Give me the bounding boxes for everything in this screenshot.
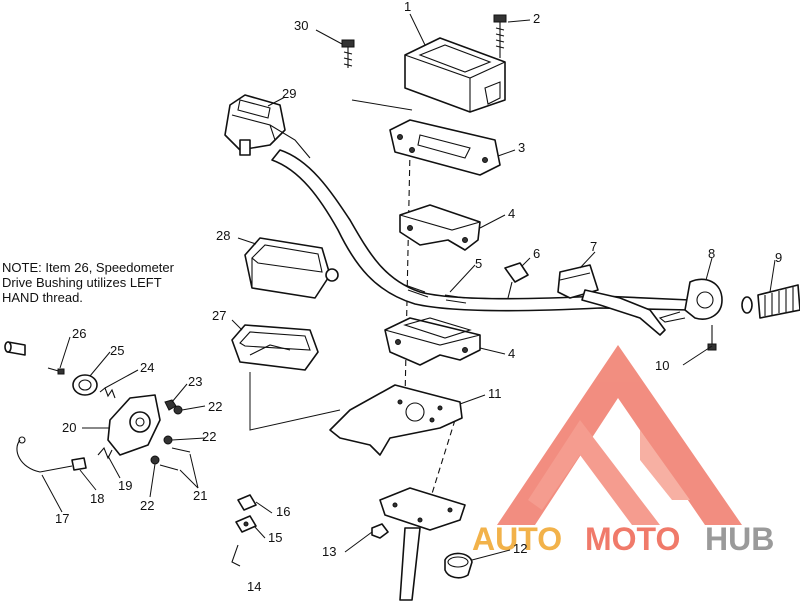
part-24-spring bbox=[99, 387, 116, 399]
part-6-plug bbox=[504, 262, 529, 299]
part-29-switch-housing bbox=[224, 94, 311, 159]
part-15-washer bbox=[235, 515, 257, 533]
steering-post-plate bbox=[379, 487, 466, 601]
center-axis-line bbox=[404, 149, 411, 401]
lower-axis-line bbox=[429, 419, 456, 501]
callout-20: 20 bbox=[62, 420, 76, 435]
callout-29: 29 bbox=[282, 86, 296, 101]
part-4-lower-clamp bbox=[384, 317, 481, 366]
callout-13: 13 bbox=[322, 544, 336, 559]
part-26-drive-bushing bbox=[4, 341, 65, 375]
callout-19: 19 bbox=[118, 478, 132, 493]
part-17-cable bbox=[16, 436, 73, 473]
part-1-clamp-cover bbox=[404, 37, 506, 113]
callout-9: 9 bbox=[775, 250, 782, 265]
part-8-throttle-housing bbox=[658, 278, 723, 323]
part-4-upper-clamp bbox=[399, 204, 481, 251]
callout-14: 14 bbox=[247, 579, 261, 594]
callout-24: 24 bbox=[140, 360, 154, 375]
callout-25: 25 bbox=[110, 343, 124, 358]
callout-5: 5 bbox=[475, 256, 482, 271]
callout-12: 12 bbox=[513, 541, 527, 556]
note-line-3: HAND thread. bbox=[2, 290, 83, 305]
callout-17: 17 bbox=[55, 511, 69, 526]
watermark-text-hub: HUB bbox=[705, 521, 774, 557]
part-11-mounting-bracket bbox=[329, 384, 463, 456]
part-30-bolt bbox=[341, 39, 355, 68]
callout-22-middle: 22 bbox=[202, 429, 216, 444]
note-line-2: Drive Bushing utilizes LEFT bbox=[2, 275, 162, 290]
callout-1: 1 bbox=[404, 0, 411, 14]
part-9-hand-grip bbox=[741, 284, 800, 319]
part-21-studs bbox=[159, 447, 191, 471]
note-line-1: NOTE: Item 26, Speedometer bbox=[2, 260, 175, 275]
callout-11: 11 bbox=[488, 386, 502, 401]
part-12-clamp-ring bbox=[444, 552, 473, 579]
part-13-nut bbox=[371, 523, 389, 539]
callout-15: 15 bbox=[268, 530, 282, 545]
callout-30: 30 bbox=[294, 18, 308, 33]
part-19-spring-clip bbox=[97, 446, 113, 460]
callout-3: 3 bbox=[518, 140, 525, 155]
part-2-bolt bbox=[493, 14, 507, 58]
callout-23: 23 bbox=[188, 374, 202, 389]
callout-16: 16 bbox=[276, 504, 290, 519]
callout-4-upper: 4 bbox=[508, 206, 515, 221]
part-18-ferrule bbox=[71, 457, 87, 471]
callout-27: 27 bbox=[212, 308, 226, 323]
part-20-drive-housing bbox=[107, 394, 161, 456]
leader-lines bbox=[41, 13, 776, 561]
bolt-30-axis bbox=[351, 99, 413, 111]
callout-labels: 1 2 30 3 29 4 6 7 8 9 5 10 4 11 28 27 26… bbox=[55, 0, 782, 594]
callout-8: 8 bbox=[708, 246, 715, 261]
part-7-brake-lever bbox=[557, 264, 666, 336]
part-14-pin bbox=[231, 544, 241, 567]
part-28-speedometer bbox=[244, 237, 339, 299]
callout-28: 28 bbox=[216, 228, 230, 243]
part-25-cap bbox=[72, 374, 98, 396]
part-10-screw bbox=[707, 325, 717, 351]
callout-2: 2 bbox=[533, 11, 540, 26]
speedometer-leader bbox=[249, 372, 341, 431]
callout-7: 7 bbox=[590, 239, 597, 254]
watermark-text-auto: AUTO bbox=[472, 521, 562, 557]
callout-26: 26 bbox=[72, 326, 86, 341]
part-27-speedometer-housing bbox=[231, 324, 319, 371]
callout-10: 10 bbox=[655, 358, 669, 373]
part-16-clip bbox=[237, 494, 257, 511]
callout-21: 21 bbox=[193, 488, 207, 503]
callout-18: 18 bbox=[90, 491, 104, 506]
callout-4-lower: 4 bbox=[508, 346, 515, 361]
callout-22-upper: 22 bbox=[208, 399, 222, 414]
part-22-washers bbox=[150, 405, 183, 465]
watermark-logo bbox=[497, 345, 742, 525]
part-3-top-plate bbox=[389, 119, 501, 176]
watermark-text-moto: MOTO bbox=[585, 521, 680, 557]
callout-6: 6 bbox=[533, 246, 540, 261]
callout-22-lower: 22 bbox=[140, 498, 154, 513]
